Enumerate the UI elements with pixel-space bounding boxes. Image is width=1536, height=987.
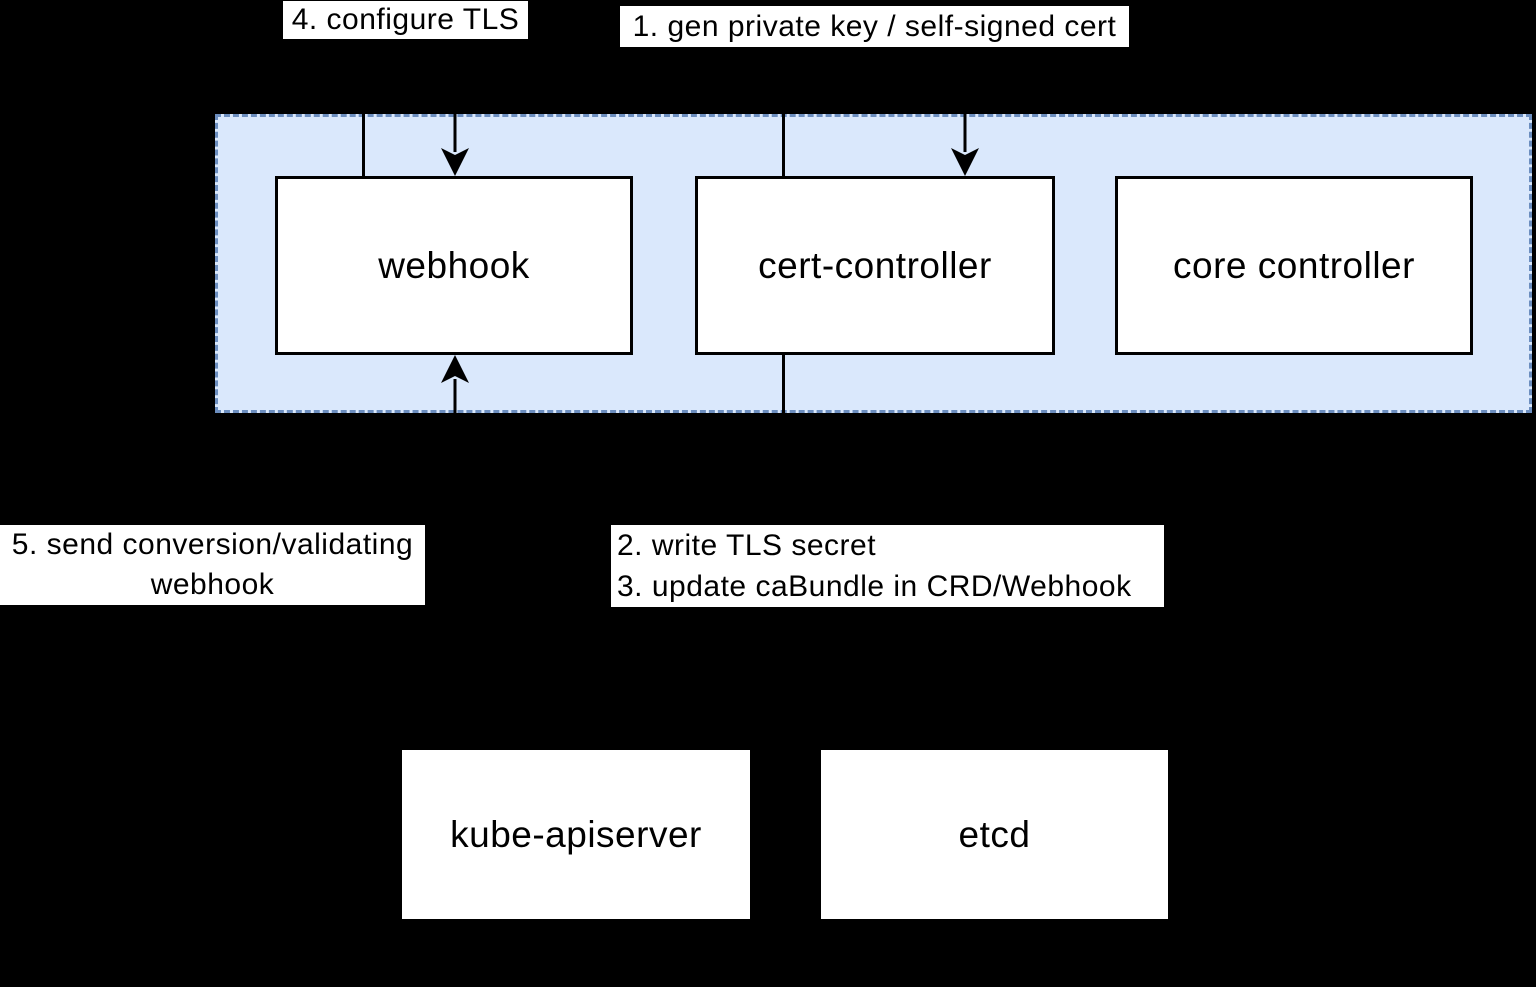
label-step2-line: 2. write TLS secret xyxy=(617,529,877,562)
node-kube-apiserver: kube-apiserver xyxy=(399,747,753,922)
node-core-controller-label: core controller xyxy=(1173,244,1415,286)
label-step1-gen-key: 1. gen private key / self-signed cert xyxy=(620,6,1129,47)
label-step5-line1: 5. send conversion/validating xyxy=(11,528,414,561)
node-webhook: webhook xyxy=(275,176,633,355)
label-steps23-write-secret-update-cabundle: 2. write TLS secret 3. update caBundle i… xyxy=(611,525,1164,607)
node-cert-controller: cert-controller xyxy=(695,176,1055,355)
label-step5-send-webhook: 5. send conversion/validating webhook xyxy=(0,525,425,605)
node-etcd: etcd xyxy=(818,747,1171,922)
label-step1-text: 1. gen private key / self-signed cert xyxy=(632,10,1117,43)
node-cert-controller-label: cert-controller xyxy=(758,244,992,286)
node-kube-apiserver-label: kube-apiserver xyxy=(450,813,702,855)
node-webhook-label: webhook xyxy=(378,244,530,286)
label-step4-configure-tls: 4. configure TLS xyxy=(283,1,528,39)
node-core-controller: core controller xyxy=(1115,176,1473,355)
label-step3-line: 3. update caBundle in CRD/Webhook xyxy=(617,570,1132,603)
label-step4-text: 4. configure TLS xyxy=(291,3,520,36)
label-step5-line2: webhook xyxy=(150,568,275,601)
node-etcd-label: etcd xyxy=(958,813,1031,855)
